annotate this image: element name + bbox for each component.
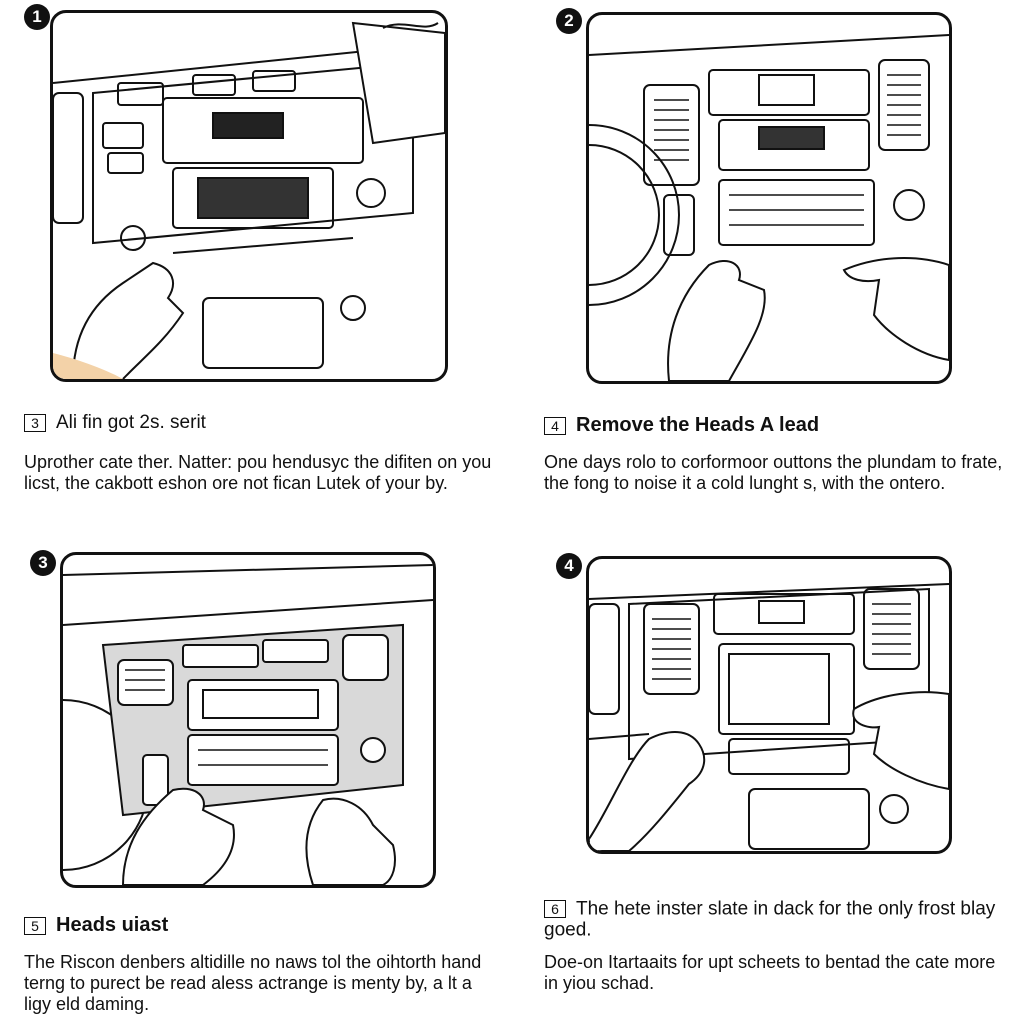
- step-number-box: 3: [24, 414, 46, 432]
- caption-body-1: Uprother cate ther. Natter: pou hendusyc…: [24, 452, 492, 493]
- step-number-box: 5: [24, 916, 46, 935]
- heading-text: Ali fin got 2s. serit: [56, 412, 206, 433]
- illustration-panel-1: [50, 10, 448, 382]
- heading-text: Remove the Heads A lead: [576, 414, 820, 437]
- step-number-box: 6: [544, 899, 566, 918]
- heading-text: Heads uiast: [56, 914, 169, 937]
- step-number-box: 4: [544, 416, 566, 435]
- caption-heading-2: 4 Remove the Heads A lead: [544, 414, 819, 437]
- dashboard-illustration-2: [589, 34, 949, 381]
- step-badge-1: 1: [24, 4, 50, 30]
- dashboard-illustration-1: [53, 21, 445, 379]
- dashboard-illustration-4: [589, 583, 949, 851]
- caption-body-3: The Riscon denbers altidille no naws tol…: [24, 952, 482, 1014]
- caption-heading-3: 5 Heads uiast: [24, 914, 168, 937]
- caption-body-2: One days rolo to corformoor outtons the …: [544, 452, 1003, 493]
- heading-text: The hete inster slate in dack for the on…: [544, 898, 996, 941]
- illustration-panel-4: [586, 556, 952, 854]
- step-badge-3: 3: [30, 550, 56, 576]
- illustration-panel-2: [586, 12, 952, 384]
- dashboard-illustration-3: [63, 564, 433, 885]
- caption-heading-1: 3 Ali fin got 2s. serit: [24, 412, 206, 434]
- caption-body-4: Doe-on Itartaaits for upt scheets to ben…: [544, 952, 996, 993]
- illustration-panel-3: [60, 552, 436, 888]
- step-badge-4: 4: [556, 553, 582, 579]
- step-badge-2: 2: [556, 8, 582, 34]
